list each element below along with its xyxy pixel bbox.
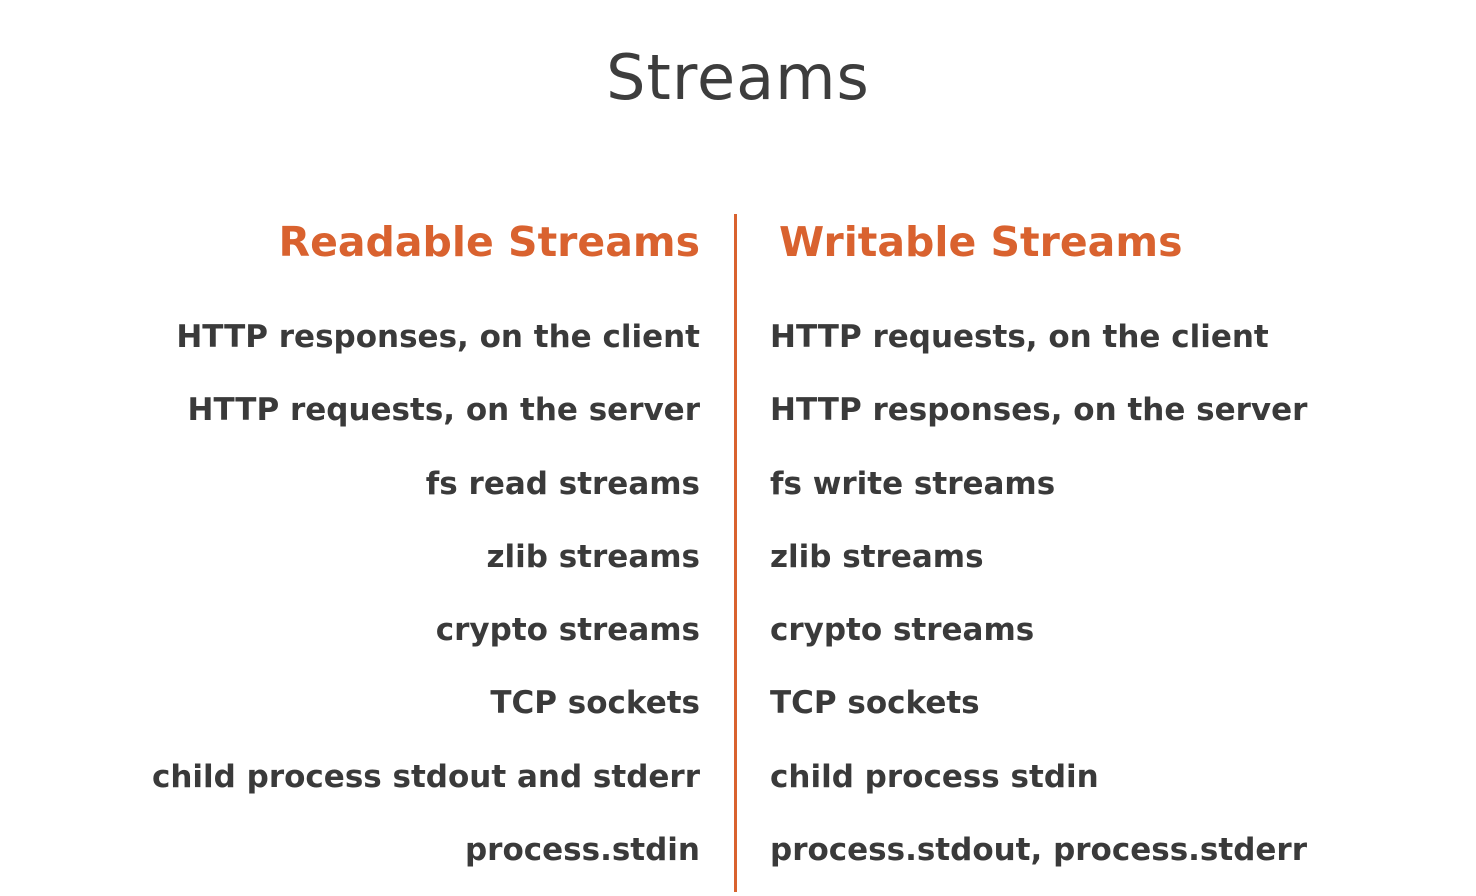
list-item: crypto streams (770, 612, 1035, 649)
column-divider (734, 214, 737, 892)
writable-streams-list: HTTP requests, on the client HTTP respon… (770, 301, 1450, 887)
list-item: child process stdin (770, 758, 1099, 795)
readable-streams-heading: Readable Streams (278, 218, 701, 266)
list-item: fs read streams (425, 465, 700, 502)
list-item: HTTP responses, on the client (176, 319, 700, 355)
list-item: zlib streams (486, 538, 700, 575)
list-item: fs write streams (770, 465, 1056, 502)
list-item: TCP sockets (490, 685, 700, 722)
writable-streams-heading: Writable Streams (779, 218, 1183, 266)
list-item: zlib streams (770, 538, 984, 575)
readable-streams-list: HTTP responses, on the client HTTP reque… (60, 301, 700, 887)
list-item: process.stdin (464, 832, 700, 869)
list-item: TCP sockets (770, 685, 980, 722)
writable-streams-column: Writable Streams HTTP requests, on the c… (770, 213, 1450, 887)
list-item: child process stdout and stderr (151, 758, 700, 795)
slide-title: Streams (606, 41, 870, 114)
list-item: crypto streams (435, 612, 700, 649)
list-item: HTTP requests, on the server (187, 392, 701, 429)
readable-streams-column: Readable Streams HTTP responses, on the … (60, 213, 700, 887)
list-item: HTTP requests, on the client (770, 319, 1269, 355)
list-item: process.stdout, process.stderr (770, 832, 1307, 869)
list-item: HTTP responses, on the server (770, 392, 1308, 429)
